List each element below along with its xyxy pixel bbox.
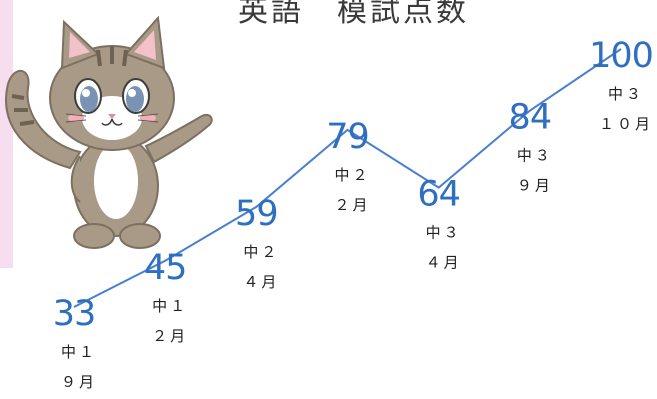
data-label: 33	[53, 294, 96, 334]
category-grade-label: 中１	[152, 297, 188, 315]
category-grade-label: 中３	[426, 224, 462, 242]
category-grade-label: 中３	[517, 147, 553, 165]
category-month-label: ４月	[426, 254, 462, 272]
data-label: 79	[326, 117, 369, 157]
category-grade-label: 中３	[608, 85, 644, 103]
chart-title: 英語 模試点数	[238, 0, 469, 29]
data-label: 59	[235, 194, 278, 234]
category-month-label: ４月	[243, 273, 279, 291]
category-month-label: ２月	[334, 196, 370, 214]
data-label: 64	[417, 175, 460, 215]
category-grade-label: 中２	[243, 243, 279, 261]
data-label: 84	[509, 98, 552, 138]
category-grade-label: 中２	[334, 166, 370, 184]
cat-mascot-icon	[5, 15, 213, 249]
category-month-label: １０月	[599, 115, 653, 133]
category-month-label: ９月	[61, 373, 97, 391]
category-month-label: ２月	[152, 327, 188, 345]
data-label: 100	[589, 36, 653, 76]
side-band	[0, 0, 13, 268]
data-label: 45	[144, 248, 187, 288]
category-month-label: ９月	[517, 177, 553, 195]
category-grade-label: 中１	[61, 343, 97, 361]
score-series-line	[73, 48, 622, 308]
